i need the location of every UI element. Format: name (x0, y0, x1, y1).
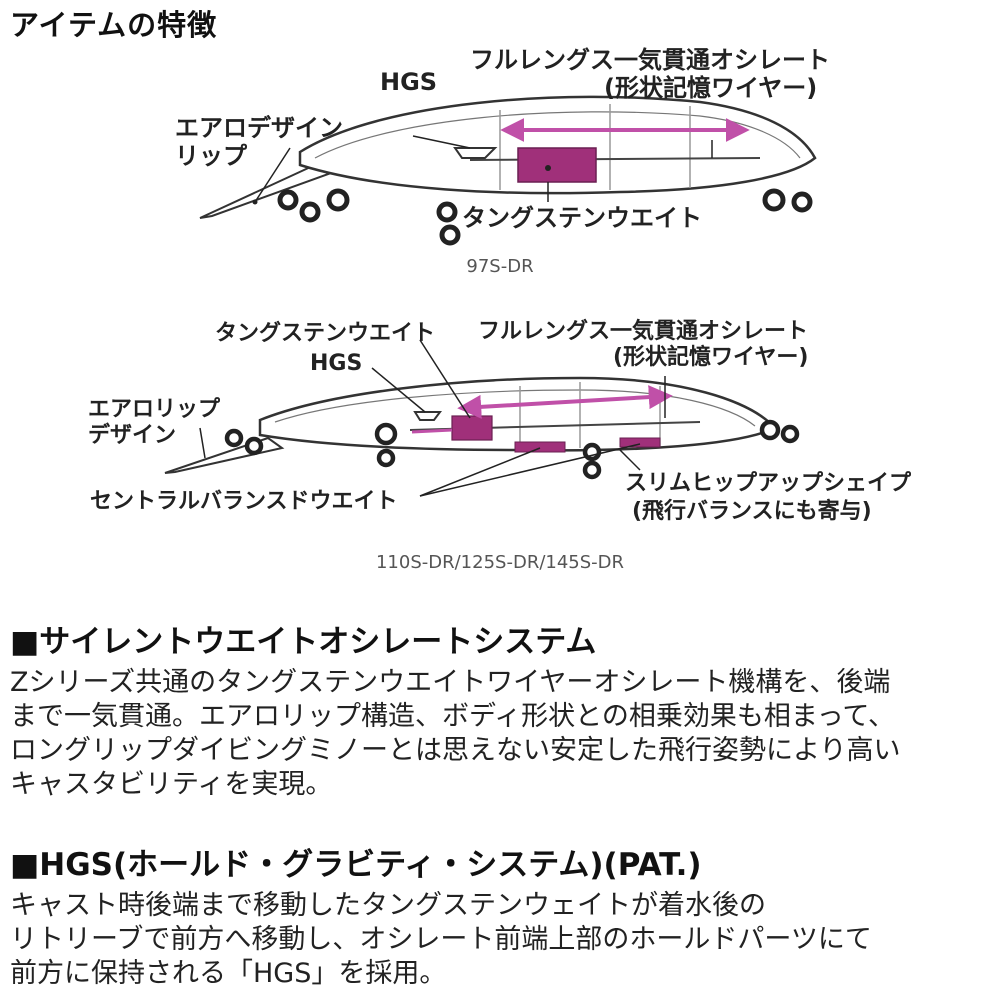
section-body: キャスト時後端まで移動したタングステンウェイトが着水後の リトリーブで前方へ移動… (10, 889, 990, 991)
tungsten-weight (517, 147, 597, 183)
hgs-part (453, 147, 498, 159)
tungsten-weight (451, 415, 493, 441)
label-wire-line1: フルレングス一気貫通オシレート (470, 46, 830, 74)
label-lip-line2: リップ (175, 142, 248, 170)
label-tungsten-weight: タングステンウエイト (462, 204, 702, 232)
label-slim-line1: スリムヒップアップシェイプ (625, 471, 912, 496)
label-wire-line1: フルレングス一気貫通オシレート (478, 318, 808, 344)
central-weight (514, 441, 566, 453)
body-line: キャスタビリティを実現。 (10, 769, 333, 800)
model-caption: 97S-DR (466, 256, 533, 277)
label-tungsten-weight: タングステンウエイト (215, 320, 435, 346)
label-hgs: HGS (310, 351, 362, 376)
hgs-part (413, 411, 442, 421)
section-body: Zシリーズ共通のタングステンウエイトワイヤーオシレート機構を、後端 まで一気貫通… (10, 666, 990, 802)
lure-diagram-97s-dr: HGS フルレングス一気貫通オシレート (形状記憶ワイヤー) エアロデザイン リ… (175, 46, 830, 277)
label-wire-line2: (形状記憶ワイヤー) (613, 344, 808, 370)
label-wire-line2: (形状記憶ワイヤー) (604, 74, 817, 102)
lure-body (258, 376, 778, 452)
label-slim-line2: (飛行バランスにも寄与) (632, 498, 872, 524)
model-caption: 110S-DR/125S-DR/145S-DR (376, 552, 624, 573)
body-line: キャスト時後端まで移動したタングステンウェイトが着水後の (10, 890, 766, 921)
label-central-weight: セントラルバランスドウエイト (90, 489, 398, 514)
central-weight (619, 437, 661, 448)
lip-shape (164, 436, 285, 474)
lure-diagram-110s-145s-dr: タングステンウエイト HGS フルレングス一気貫通オシレート (形状記憶ワイヤー… (88, 318, 912, 573)
section-heading: ■サイレントウエイトオシレートシステム (10, 624, 597, 660)
tail-eye (759, 419, 781, 441)
oscillate-arrow (457, 385, 673, 419)
tail-eye (762, 188, 786, 212)
label-lip-line2: デザイン (88, 422, 176, 448)
body-line: まで一気貫通。エアロリップ構造、ボディ形状との相乗効果も相まって、 (10, 701, 896, 732)
page-title: アイテムの特徴 (10, 8, 218, 42)
label-lip-line1: エアロリップ (88, 397, 221, 422)
feature-hgs: ■HGS(ホールド・グラビティ・システム)(PAT.) キャスト時後端まで移動し… (10, 843, 990, 991)
body-line: リトリーブで前方へ移動し、オシレート前端上部のホールドパーツにて (10, 924, 872, 955)
body-line: ロングリップダイビングミノーとは思えない安定した飛行姿勢により高い (10, 735, 901, 766)
line-eye (277, 189, 299, 211)
body-line: 前方に保持される「HGS」を採用。 (10, 958, 447, 989)
label-lip-line1: エアロデザイン (175, 114, 343, 142)
section-heading: ■HGS(ホールド・グラビティ・システム)(PAT.) (10, 847, 702, 883)
feature-silent-weight-oscillate: ■サイレントウエイトオシレートシステム Zシリーズ共通のタングステンウエイトワイ… (10, 620, 990, 802)
body-line: Zシリーズ共通のタングステンウエイトワイヤーオシレート機構を、後端 (10, 667, 891, 698)
label-hgs: HGS (380, 68, 437, 96)
